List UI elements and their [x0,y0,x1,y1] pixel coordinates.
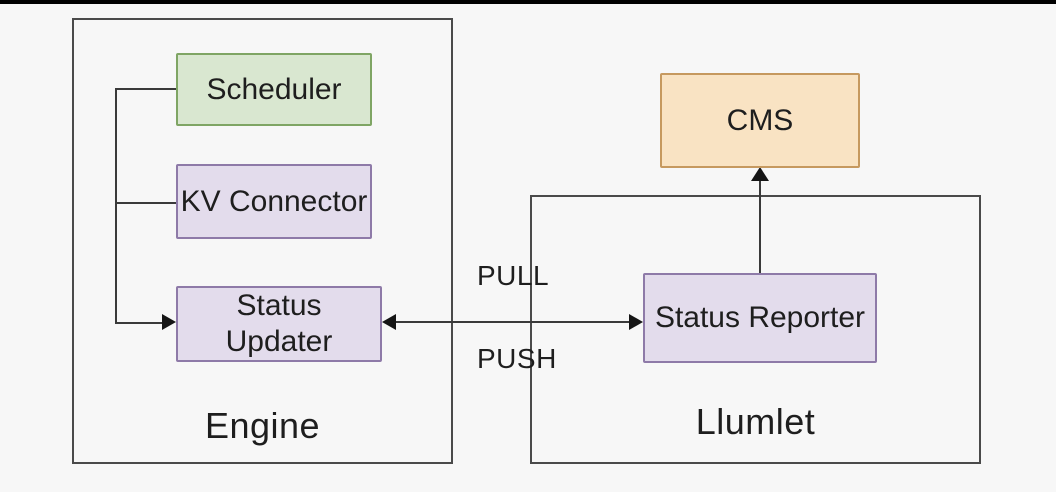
kv-connector-node-label: KV Connector [180,184,368,218]
reporter-to-cms-edge-line [759,181,761,273]
letterbox-top-bar [0,0,1056,4]
arrowhead-toward-status-updater-icon [382,314,396,330]
cms-node-label: CMS [726,103,794,137]
cms-node: CMS [660,73,860,168]
scheduler-node: Scheduler [176,53,372,126]
status-reporter-node-label: Status Reporter [654,301,866,334]
engine-branch-vertical-line [115,88,117,324]
engine-label: Engine [204,405,321,446]
llumlet-container [530,195,981,464]
status-updater-connector-line [115,322,162,324]
scheduler-connector-line [115,88,176,90]
status-updater-node-label-line2: Updater [225,325,333,358]
pull-edge-label: PULL [477,260,550,291]
llumlet-label: Llumlet [695,401,816,442]
engine-container [72,18,453,464]
arrowhead-into-cms-icon [751,167,769,181]
status-reporter-node: Status Reporter [643,273,877,363]
kv-connector-node: KV Connector [176,164,372,239]
scheduler-node-label: Scheduler [206,72,342,106]
arrowhead-into-status-updater-icon [162,314,176,330]
status-updater-node-label-line1: Status [236,289,322,322]
pull-push-edge-line [396,321,629,323]
kv-connector-connector-line [115,202,176,204]
push-edge-label: PUSH [477,343,557,374]
status-updater-node: Status Updater [176,286,382,362]
arrowhead-toward-status-reporter-icon [629,314,643,330]
